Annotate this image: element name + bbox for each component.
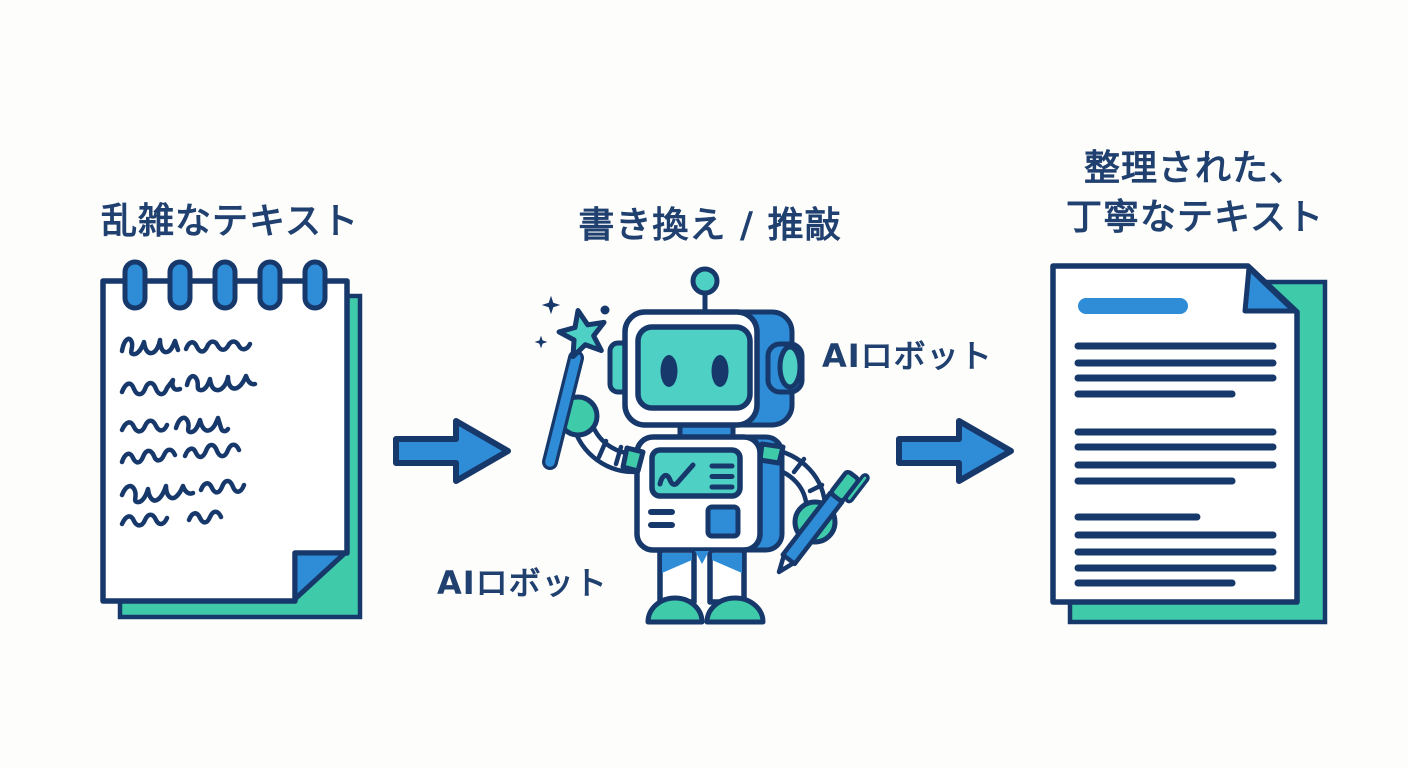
- spiral-ring: [212, 259, 238, 311]
- sparkle-icon: [534, 295, 610, 349]
- spiral-ring: [257, 259, 283, 311]
- arrow-right-icon: [896, 418, 1014, 484]
- leg-patch: [712, 553, 742, 573]
- robot-face-screen: [635, 324, 753, 411]
- arrow-right-icon: [393, 418, 511, 484]
- input-label: 乱雑なテキスト: [101, 201, 359, 242]
- document-fold-corner: [1242, 265, 1297, 314]
- scribble-line: [119, 509, 224, 528]
- scribble-line: [119, 442, 242, 465]
- notepad-fold-corner: [292, 550, 348, 602]
- robot-eye: [660, 355, 678, 387]
- spiral-rings: [122, 259, 328, 311]
- antenna-ball: [690, 266, 720, 296]
- pen-clip: [844, 473, 870, 504]
- arm-segment-lines: [596, 438, 624, 467]
- scribble-line: [119, 478, 247, 505]
- output-label: 整理された、 丁寧なテキスト: [1005, 144, 1385, 242]
- arrow-shape: [393, 418, 511, 484]
- output-label-line2: 丁寧なテキスト: [1066, 197, 1324, 238]
- list-lines-icon: [709, 463, 735, 490]
- pen-icon: [776, 470, 870, 575]
- arm-segment-lines: [791, 456, 825, 494]
- robot-caption-left: AIロボット: [437, 564, 608, 602]
- ai-robot-illustration: [534, 266, 870, 625]
- body-dash-details: [648, 509, 675, 528]
- process-label: 書き換え / 推敲: [578, 205, 842, 246]
- hip-patch: [695, 551, 709, 564]
- doc-title-line: [1078, 298, 1188, 314]
- robot-right-foot: [704, 595, 766, 625]
- star-icon: [556, 308, 607, 360]
- chart-line-icon: [657, 462, 696, 487]
- body-button: [705, 504, 741, 539]
- spiral-ring: [302, 259, 328, 311]
- doc-text-lines: [1074, 342, 1277, 587]
- scribble-text: [119, 336, 258, 528]
- spiral-ring: [167, 259, 193, 311]
- scribble-line: [119, 415, 231, 435]
- robot-left-foot: [645, 595, 705, 625]
- scribble-line: [119, 336, 253, 357]
- output-label-line1: 整理された、: [1083, 148, 1306, 189]
- spiral-ring: [122, 259, 148, 311]
- robot-right-ear-cap: [777, 344, 803, 390]
- arrow-shape: [896, 418, 1014, 484]
- messy-notepad-illustration: [100, 259, 363, 620]
- robot-eye: [711, 355, 729, 387]
- robot-right-shoulder: [757, 441, 786, 466]
- robot-caption-right: AIロボット: [822, 337, 993, 375]
- robot-left-shoulder: [620, 445, 646, 474]
- leg-patch: [662, 553, 692, 573]
- scribble-line: [119, 373, 258, 397]
- magic-wand-icon: [542, 308, 607, 470]
- clean-document-illustration: [1050, 263, 1328, 625]
